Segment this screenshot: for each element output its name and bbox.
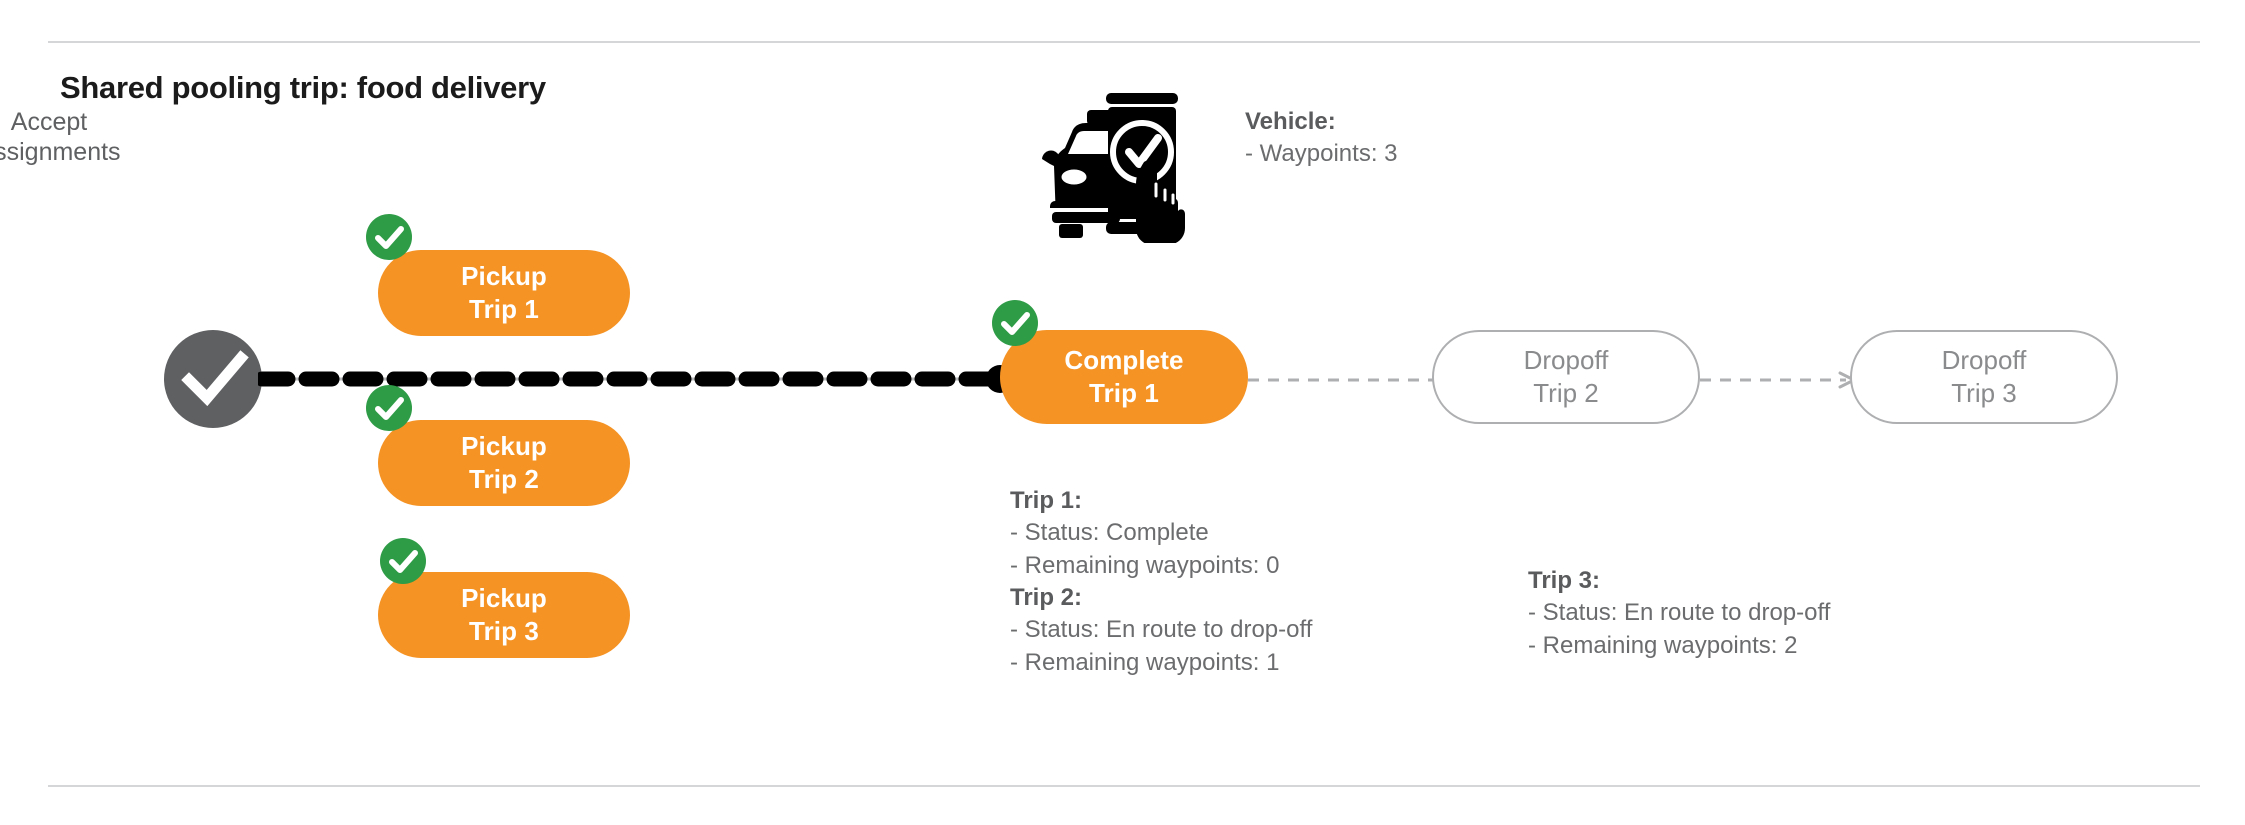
trip-1-heading: Trip 1:: [1010, 487, 1083, 514]
trip-1-details-block: Trip 1: - Status: Complete - Remaining w…: [1010, 487, 1312, 677]
trip-2-waypoints: - Remaining waypoints: 1: [1010, 648, 1280, 676]
dropoff-trip-3-node[interactable]: Dropoff Trip 3: [1850, 330, 2118, 424]
divider-top: [48, 41, 2200, 43]
vehicle-info-block: Vehicle: - Waypoints: 3: [1245, 108, 1398, 169]
trip-1-status: - Status: Complete: [1010, 519, 1209, 547]
pickup-trip-1-line2: Trip 1: [469, 294, 539, 324]
trip-3-heading: Trip 3:: [1528, 567, 1601, 594]
dropoff-trip-2-line2: Trip 2: [1533, 378, 1599, 408]
trip-1-waypoints: - Remaining waypoints: 0: [1010, 551, 1280, 579]
check-badge-icon: [366, 385, 412, 431]
connector-dropoff2-to-dropoff3: [1700, 370, 1860, 390]
divider-bottom: [48, 785, 2200, 787]
pickup-trip-2-line1: Pickup: [461, 430, 547, 461]
dropoff-trip-3-line2: Trip 3: [1951, 378, 2017, 408]
connector-complete-to-dropoff2: [1248, 370, 1434, 390]
check-badge-icon: [992, 300, 1038, 346]
check-badge-icon: [380, 538, 426, 584]
dropoff-trip-3-line1: Dropoff: [1941, 344, 2027, 375]
trip-3-waypoints: - Remaining waypoints: 2: [1528, 631, 1798, 659]
pickup-trip-2-node[interactable]: Pickup Trip 2: [378, 420, 630, 506]
pickup-trip-2-line2: Trip 2: [469, 464, 539, 494]
trip-3-status: - Status: En route to drop-off: [1528, 599, 1831, 627]
check-badge-icon: [366, 214, 412, 260]
pickup-trip-1-node[interactable]: Pickup Trip 1: [378, 250, 630, 336]
connector-accept-to-complete: [254, 366, 1022, 392]
pickup-trip-1-line1: Pickup: [461, 260, 547, 291]
complete-trip-1-line2: Trip 1: [1089, 378, 1159, 408]
accept-label-line2: Assignments: [0, 137, 121, 166]
complete-trip-1-node[interactable]: Complete Trip 1: [1000, 330, 1248, 424]
vehicle-heading: Vehicle:: [1245, 108, 1336, 135]
complete-trip-1-line1: Complete: [1064, 344, 1184, 375]
accept-label-line1: Accept: [10, 108, 88, 136]
page-title: Shared pooling trip: food delivery: [60, 70, 546, 105]
dropoff-trip-2-node[interactable]: Dropoff Trip 2: [1432, 330, 1700, 424]
vehicle-waypoints: - Waypoints: 3: [1245, 140, 1398, 168]
trip-2-heading: Trip 2:: [1010, 583, 1083, 611]
trip-2-status: - Status: En route to drop-off: [1010, 616, 1313, 644]
dropoff-trip-2-line1: Dropoff: [1523, 344, 1609, 375]
accept-assignments-node[interactable]: [164, 330, 262, 428]
pickup-trip-3-node[interactable]: Pickup Trip 3: [378, 572, 630, 658]
car-phone-check-icon: [1032, 88, 1202, 245]
pickup-trip-3-line2: Trip 3: [469, 616, 539, 646]
accept-assignments-label: Accept Assignments: [0, 108, 166, 167]
trip-3-details-block: Trip 3: - Status: En route to drop-off -…: [1528, 567, 1830, 660]
check-circle-icon: [164, 330, 262, 428]
pickup-trip-3-line1: Pickup: [461, 582, 547, 613]
